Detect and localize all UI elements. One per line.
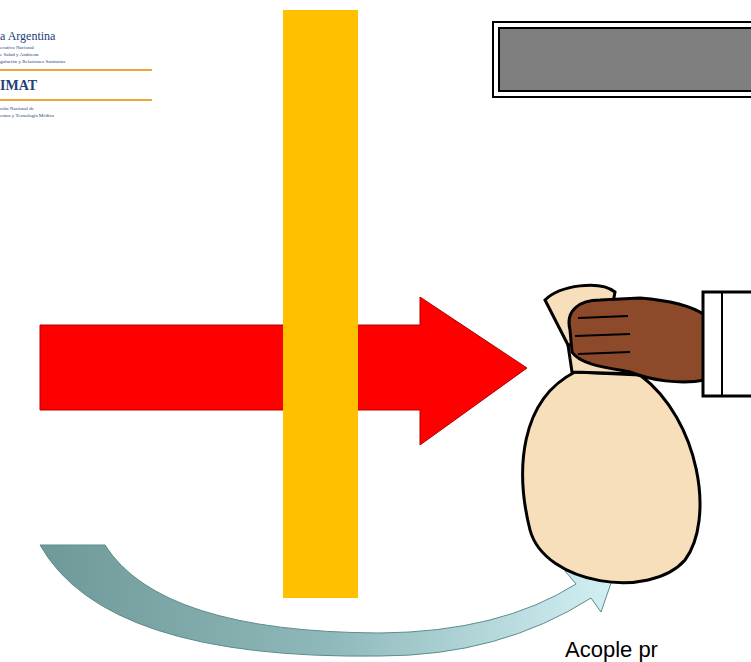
title-box-outer — [493, 22, 751, 97]
logo-subtext: e Salud y Ambiente — [0, 52, 39, 57]
caption-text: Acople pr — [565, 639, 658, 661]
title-box-inner — [499, 28, 751, 91]
logo-text: a Argentina — [0, 30, 55, 42]
barrier-bar — [283, 10, 358, 598]
sleeve — [703, 292, 751, 396]
logo-subtext: ción Nacional de — [0, 106, 34, 111]
logo-subtext: entos y Tecnología Médica — [0, 113, 54, 118]
logo-acronym: IMAT — [0, 79, 37, 93]
hand — [569, 292, 751, 396]
logo-rule — [0, 69, 152, 71]
logo-subtext: ecutivo Nacional — [0, 45, 34, 50]
logo-rule — [0, 99, 152, 101]
curved-arrow — [40, 545, 618, 656]
logo-subtext: gulación y Relaciones Sanitarias — [0, 59, 65, 64]
